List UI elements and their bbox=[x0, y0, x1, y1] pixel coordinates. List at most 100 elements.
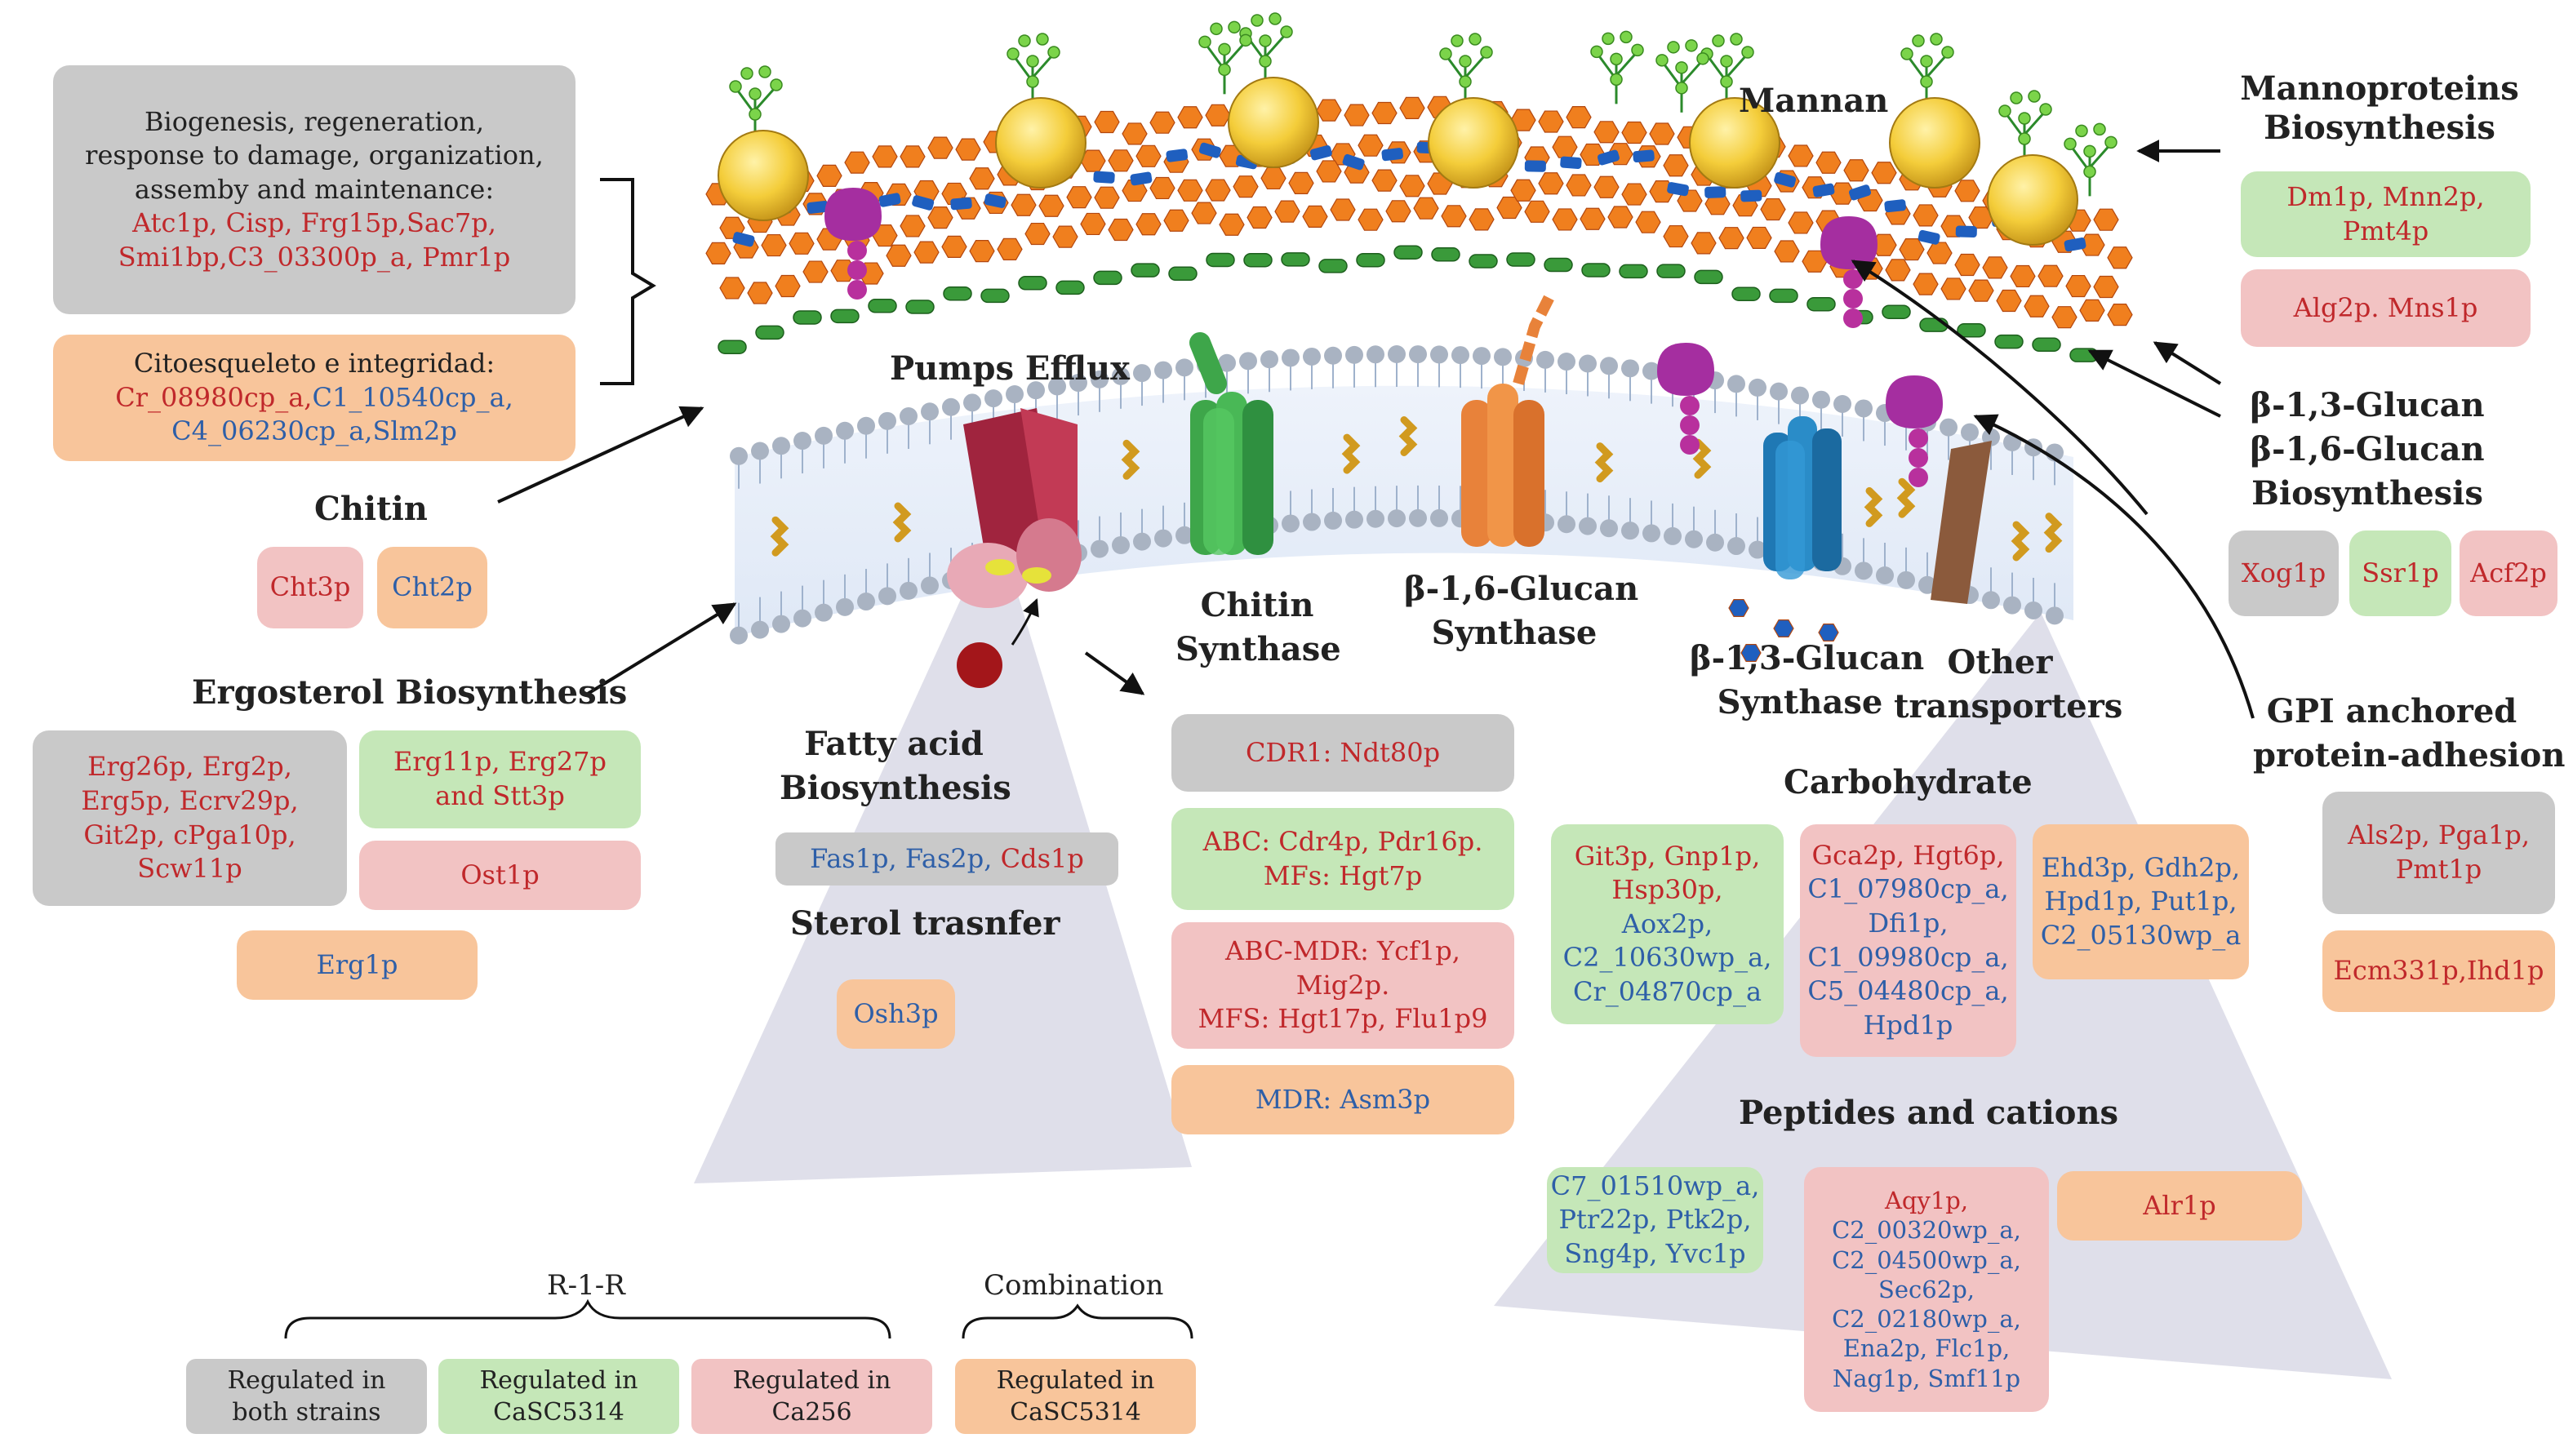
erg_gray-line: Scw11p bbox=[137, 852, 242, 886]
aqy1p-text: C2_04500wp_a, bbox=[1832, 1245, 2021, 1274]
glucan-biosynthesis-label: β-1,3-Glucan β-1,6-Glucan Biosynthesis bbox=[2250, 386, 2485, 513]
fas-text: Cds1p bbox=[1000, 842, 1084, 874]
acf2p-line: Acf2p bbox=[2470, 557, 2547, 591]
gca2p-text: Hpd1p bbox=[1863, 1009, 1953, 1041]
legend-combination: Combination bbox=[984, 1269, 1164, 1302]
aqy1p-text: C2_00320wp_a, bbox=[1832, 1216, 2021, 1245]
gca2p-line: C1_09980cp_a, bbox=[1807, 941, 2008, 975]
ecm331p-text: Ecm331p,Ihd1p bbox=[2333, 955, 2544, 987]
fas-text: Fas1p, Fas2p, bbox=[810, 842, 1001, 874]
erg_gray-text: Scw11p bbox=[137, 853, 242, 885]
gpi-label: GPI anchored protein-adhesion bbox=[2253, 692, 2566, 775]
biogenesis-text: response to damage, organization, bbox=[85, 140, 544, 171]
legend-braces bbox=[284, 1298, 1193, 1339]
abcmdr-text: ABC-MDR: Ycf1p, bbox=[1225, 935, 1460, 967]
mdr-line: MDR: Asm3p bbox=[1255, 1083, 1430, 1117]
dm1p-text: Dm1p, Mnn2p, bbox=[2286, 180, 2485, 212]
abcmdr-line: ABC-MDR: Ycf1p, bbox=[1225, 934, 1460, 969]
git3p-text: Cr_04870cp_a bbox=[1572, 975, 1762, 1007]
ecm331p-line: Ecm331p,Ihd1p bbox=[2334, 954, 2544, 988]
xog1p-line: Xog1p bbox=[2242, 557, 2326, 591]
ehd3p-text: C2_05130wp_a bbox=[2040, 919, 2242, 951]
biogenesis-text: assemby and maintenance: bbox=[134, 173, 495, 205]
osh3p-line: Osh3p bbox=[853, 997, 938, 1032]
legend-combination-casc5314: Regulated in CaSC5314 bbox=[955, 1359, 1196, 1434]
dm1p-line: Pmt4p bbox=[2343, 215, 2429, 249]
abc-text: ABC: Cdr4p, Pdr16p. bbox=[1202, 825, 1483, 857]
sterol-label: Sterol trasnfer bbox=[790, 904, 1060, 943]
other-transporter-protein bbox=[1931, 441, 1992, 604]
erg1p-line: Erg1p bbox=[317, 948, 398, 983]
abcmdr-box: ABC-MDR: Ycf1p,Mig2p.MFS: Hgt17p, Flu1p9 bbox=[1171, 922, 1514, 1049]
cdr1-box: CDR1: Ndt80p bbox=[1171, 714, 1514, 792]
erg_green-text: and Stt3p bbox=[435, 780, 565, 811]
arrows bbox=[497, 140, 2255, 719]
ost1p-text: Ost1p bbox=[460, 859, 540, 890]
peptides-label: Peptides and cations bbox=[1739, 1094, 2119, 1132]
c7-line: C7_01510wp_a, bbox=[1551, 1170, 1760, 1204]
xog1p-box: Xog1p bbox=[2229, 530, 2339, 616]
mdr-box: MDR: Asm3p bbox=[1171, 1065, 1514, 1134]
gca2p-line: Dfi1p, bbox=[1868, 907, 1948, 941]
gca2p-line: C1_07980cp_a, bbox=[1807, 872, 2008, 907]
git3p-line: Aox2p, bbox=[1622, 908, 1713, 942]
pumps-efflux-label: Pumps Efflux bbox=[890, 349, 1130, 388]
aqy1p-text: Aqy1p, bbox=[1884, 1187, 1969, 1215]
ost1p-box: Ost1p bbox=[359, 841, 641, 910]
ehd3p-line: Ehd3p, Gdh2p, bbox=[2042, 851, 2240, 886]
git3p-box: Git3p, Gnp1p,Hsp30p,Aox2p,C2_10630wp_a,C… bbox=[1551, 824, 1784, 1024]
mannan-trees bbox=[718, 12, 2118, 246]
cdr1-text: CDR1: Ndt80p bbox=[1245, 736, 1441, 768]
gca2p-text: Gca2p, Hgt6p, bbox=[1811, 839, 2005, 871]
erg_gray-text: Erg5p, Ecrv29p, bbox=[81, 784, 299, 816]
cht3p-line: Cht3p bbox=[270, 570, 351, 605]
aqy1p-box: Aqy1p,C2_00320wp_a,C2_04500wp_a,Sec62p,C… bbox=[1804, 1167, 2049, 1412]
erg_gray-line: Erg5p, Ecrv29p, bbox=[81, 784, 298, 819]
erg_green-line: Erg11p, Erg27p bbox=[393, 745, 607, 779]
als2p-line: Pmt1p bbox=[2396, 853, 2482, 887]
erg_green-line: and Stt3p bbox=[435, 779, 565, 814]
biogenesis-line: Smi1bp,C3_03300p_a, Pmr1p bbox=[118, 241, 511, 275]
git3p-text: Hsp30p, bbox=[1611, 874, 1723, 906]
aqy1p-line: Ena2p, Flc1p, bbox=[1843, 1334, 2010, 1363]
ssr1p-line: Ssr1p bbox=[2362, 557, 2438, 591]
git3p-line: Git3p, Gnp1p, bbox=[1575, 840, 1761, 874]
c7-text: C7_01510wp_a, bbox=[1550, 1170, 1760, 1201]
aqy1p-text: Ena2p, Flc1p, bbox=[1842, 1334, 2011, 1363]
dm1p-box: Dm1p, Mnn2p,Pmt4p bbox=[2241, 171, 2531, 257]
acf2p-box: Acf2p bbox=[2460, 530, 2557, 616]
ecm331p-box: Ecm331p,Ihd1p bbox=[2322, 930, 2555, 1012]
alg2p-line: Alg2p. Mns1p bbox=[2294, 291, 2478, 326]
alr1p-line: Alr1p bbox=[2143, 1189, 2215, 1223]
git3p-line: Hsp30p, bbox=[1611, 873, 1722, 908]
cdr1-line: CDR1: Ndt80p bbox=[1246, 736, 1440, 770]
erg_gray-line: Git2p, cPga10p, bbox=[83, 819, 296, 853]
legend-both-strains: Regulated in both strains bbox=[186, 1359, 427, 1434]
alg2p-text: Alg2p. Mns1p bbox=[2293, 291, 2478, 323]
erg-gray-box: Erg26p, Erg2p,Erg5p, Ecrv29p,Git2p, cPga… bbox=[33, 730, 347, 906]
als2p-text: Pmt1p bbox=[2395, 854, 2482, 885]
cht2p-text: Cht2p bbox=[392, 571, 473, 603]
ehd3p-line: Hpd1p, Put1p, bbox=[2044, 885, 2237, 919]
lipid-heads-bottom bbox=[730, 485, 2064, 645]
abc-box: ABC: Cdr4p, Pdr16p.MFs: Hgt7p bbox=[1171, 808, 1514, 910]
abcmdr-line: Mig2p. bbox=[1296, 969, 1390, 1003]
chitin-synthase-label: Chitin Synthase bbox=[1175, 586, 1341, 668]
als2p-text: Als2p, Pga1p, bbox=[2347, 819, 2531, 851]
ssr1p-box: Ssr1p bbox=[2349, 530, 2451, 616]
mannan-label: Mannan bbox=[1739, 82, 1889, 120]
erg1p-box: Erg1p bbox=[237, 930, 478, 1000]
ehd3p-text: Hpd1p, Put1p, bbox=[2044, 886, 2237, 917]
citoesqueleto-line: Citoesqueleto e integridad: bbox=[134, 347, 495, 381]
ehd3p-box: Ehd3p, Gdh2p,Hpd1p, Put1p,C2_05130wp_a bbox=[2033, 824, 2249, 979]
gca2p-line: Hpd1p bbox=[1864, 1009, 1953, 1043]
citoesqueleto-line: Cr_08980cp_a,C1_10540cp_a, bbox=[115, 381, 513, 415]
abc-text: MFs: Hgt7p bbox=[1263, 859, 1423, 891]
fatty-acid-label: Fatty acid Biosynthesis bbox=[780, 725, 1011, 807]
git3p-text: Git3p, Gnp1p, bbox=[1574, 840, 1761, 872]
abcmdr-text: Mig2p. bbox=[1295, 969, 1390, 1001]
efflux-pump bbox=[947, 408, 1082, 688]
b16-synthase-label: β-1,6-Glucan Synthase bbox=[1404, 570, 1639, 652]
ost1p-line: Ost1p bbox=[460, 859, 539, 893]
other-transporters-label: Other transporters bbox=[1894, 643, 2123, 726]
